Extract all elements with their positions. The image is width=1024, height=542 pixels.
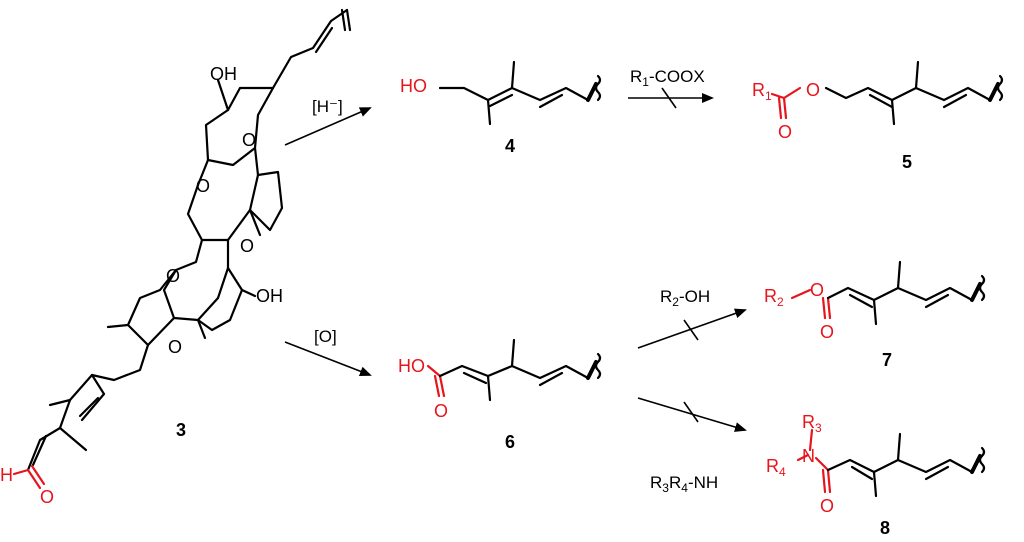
- compound-4-label: 4: [505, 136, 515, 156]
- compound-4-structure: [438, 60, 602, 126]
- amine-reagent: R3R4-NH: [650, 473, 718, 495]
- compound-7-structure: [790, 260, 986, 326]
- c6-acid-oxygen: O: [434, 401, 448, 421]
- c3-ring-oxygen-2: O: [196, 176, 210, 196]
- c3-ring-oxygen-3: O: [240, 236, 254, 256]
- c8-carbonyl-oxygen: O: [820, 496, 834, 516]
- reduction-reagent: [H⁻]: [312, 97, 343, 116]
- c3-ring-oxygen-5: O: [168, 337, 182, 357]
- compound-8-label: 8: [880, 518, 890, 538]
- compound-7-label: 7: [882, 350, 892, 370]
- c8-r4-group: R4: [766, 456, 786, 479]
- c3-aldehyde-h: H: [0, 465, 13, 485]
- compound-3-label: 3: [176, 420, 186, 440]
- c4-hydroxyl: HO: [400, 76, 427, 96]
- compound-5-structure: [770, 60, 1004, 126]
- c8-nitrogen: N: [802, 446, 815, 466]
- c3-hydroxyl-mid: OH: [256, 286, 283, 306]
- compound-5-label: 5: [902, 152, 912, 172]
- compound-6-label: 6: [505, 432, 515, 452]
- c5-carbonyl-oxygen: O: [778, 122, 792, 142]
- oxidation-arrow: [284, 341, 372, 377]
- oxidation-reagent: [O]: [314, 327, 337, 346]
- amine-block-mark: [683, 401, 699, 423]
- c3-ring-oxygen-4: O: [166, 266, 180, 286]
- esterification-block-mark: [661, 87, 677, 109]
- compound-8-structure: [796, 428, 986, 498]
- c6-acid-hydroxyl: HO: [398, 356, 425, 376]
- c5-ether-oxygen: O: [806, 80, 820, 100]
- c3-ring-oxygen-1: O: [242, 130, 256, 150]
- c8-r3-group: R3: [802, 412, 822, 435]
- c5-r-group: R1: [752, 80, 772, 103]
- c7-carbonyl-oxygen: O: [820, 322, 834, 342]
- c7-r-group: R2: [764, 286, 784, 309]
- alcohol-block-mark: [683, 319, 699, 341]
- c3-aldehyde-o: O: [40, 487, 54, 507]
- alcohol-arrow: [637, 308, 747, 349]
- c7-ether-oxygen: O: [810, 280, 824, 300]
- esterification-reagent: R1-COOX: [630, 67, 705, 89]
- reduction-arrow: [284, 107, 372, 146]
- alcohol-reagent: R2-OH: [660, 287, 710, 309]
- compound-6-structure: [426, 338, 602, 402]
- c3-hydroxyl-top: OH: [210, 64, 237, 84]
- compound-3-structure: [12, 8, 352, 490]
